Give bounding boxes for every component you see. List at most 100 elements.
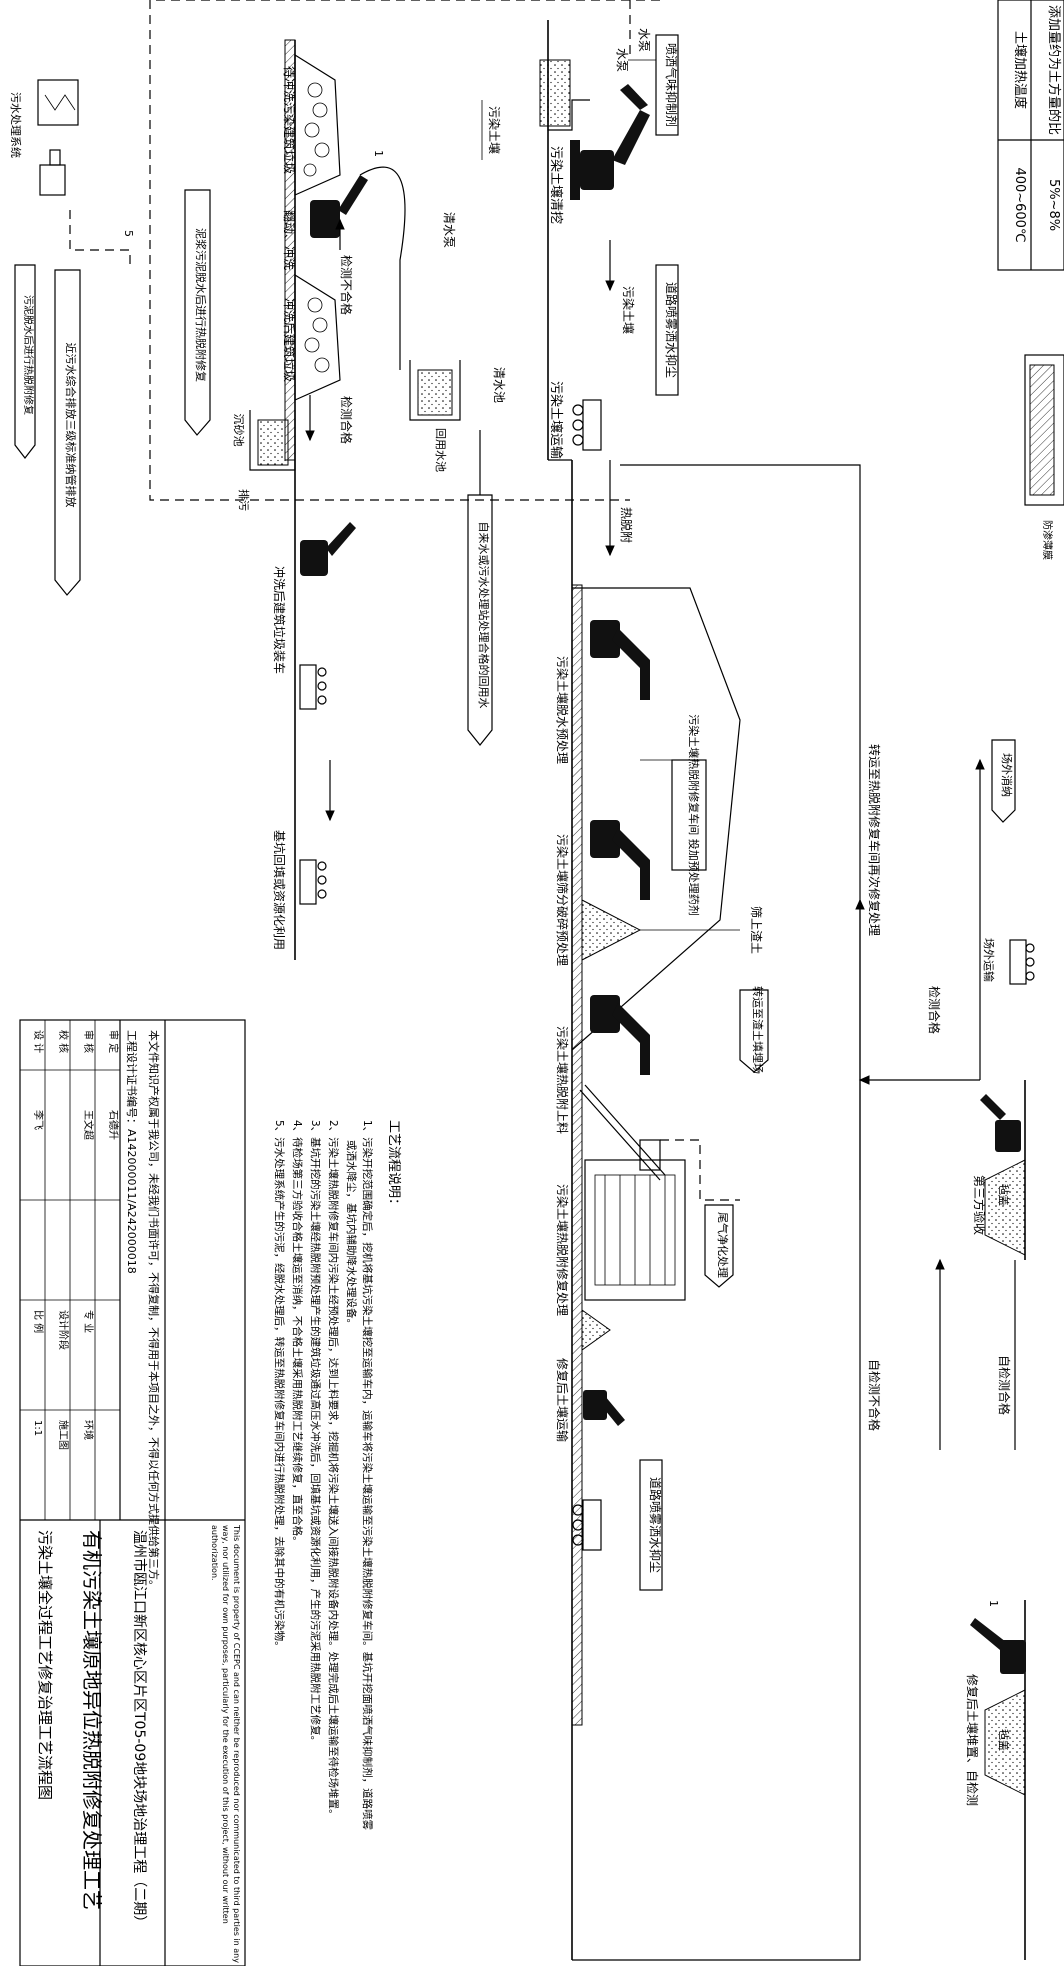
copyright-text: 本文件知识产权属于我公司，未经我们书面许可，不得复制，不得用于本项目之外，不得以… <box>147 1030 161 1591</box>
label-water-spray: 水泵 <box>615 48 629 72</box>
excavator-icon <box>570 84 650 200</box>
role-2: 审 核 <box>82 1030 95 1053</box>
label-sewage-to: 近污水综合排放三级标准纳管排放 <box>64 343 78 508</box>
drawing-sub: 污染土壤全过程工艺修复治理工艺流程图 <box>36 1530 54 1800</box>
role-3: 校 核 <box>57 1030 70 1053</box>
note-1: 1、污染开挖范围确定后，挖机将基坑污染土壤挖至运输车内，运输车将污染土壤运输至污… <box>361 1120 374 1831</box>
legend: 防渗薄膜 <box>1025 355 1064 560</box>
role-1: 审 定 <box>107 1030 120 1053</box>
label-mix: 污染土壤筛分破碎预处理 <box>555 834 570 966</box>
project-name: 温州市瓯江口新区核心区片区T05-09地块场地治理工程（二期） <box>131 1530 148 1929</box>
excavator-icon <box>970 1618 1026 1674</box>
excavator-icon <box>300 522 356 576</box>
name-2: 王文超 <box>82 1110 95 1140</box>
label-drain: 排污 <box>237 489 251 511</box>
label-pretreat: 污染土壤脱水预处理 <box>555 656 570 764</box>
wastewater-system-icon <box>38 80 78 195</box>
excavator-icon <box>583 1390 625 1426</box>
r2-2: 专 业 <box>82 1310 95 1333</box>
excavator-icon <box>590 995 650 1075</box>
label-test-ok: 检测合格 <box>339 396 354 444</box>
label-self-fail: 自检测不合格 <box>867 1359 882 1431</box>
label-reuse-water: 自来水或污水处理站处理合格的回用水 <box>477 522 491 709</box>
label-stockpile-3: 第三方验收 <box>972 1175 987 1235</box>
note-4: 4、待检场第三方验收合格土壤运至消纳，不合格土壤采用热脱附工艺继续修复，直至合格… <box>291 1120 304 1547</box>
r2-4: 比 例 <box>32 1310 45 1333</box>
label-screen-out: 转运至渣土填埋场 <box>751 986 765 1074</box>
label-detect-ok: 检测合格 <box>927 986 942 1034</box>
label-to-thermal: 热脱附 <box>619 507 634 543</box>
v2-4: 1:1 <box>32 1420 43 1436</box>
label-sludge-2: 污泥脱水后进行热脱附修复 <box>22 295 35 415</box>
excavator-icon <box>980 1094 1021 1152</box>
label-repaired-transport: 修复后土壤运输 <box>555 1358 570 1442</box>
label-test-fail: 检测不合格 <box>339 255 354 315</box>
label-soil-vehicle: 污染土壤 <box>621 286 636 334</box>
excavator-icon <box>590 820 650 900</box>
english-note: This document is property of CCEPC and c… <box>210 1525 241 1963</box>
label-wash-loader: 冲洗后建筑垃圾装车 <box>272 566 287 674</box>
label-pretreat-tool: 污染土壤热脱附修复车间 投加预处理药剂 <box>687 714 701 916</box>
excavator-icon <box>590 620 650 700</box>
param-value-2: 400~600℃ <box>1012 167 1027 242</box>
label-pile-move: 翻动、冲洗 <box>282 210 297 270</box>
label-outside: 场外消纳 <box>1000 753 1014 797</box>
label-screen-top: 筛上渣土 <box>749 906 764 954</box>
label-tail-gas: 尾气净化处理 <box>716 1212 730 1278</box>
label-repaired-stack: 修复后土壤堆置、自检测 <box>965 1674 980 1806</box>
label-contaminated-soil: 污染土壤 <box>487 106 502 154</box>
drawing-title: 有机污染土壤原地异位热脱附修复处理工艺 <box>80 1530 104 1910</box>
label-thermal-repair: 污染土壤热脱附修复处理 <box>555 1184 570 1316</box>
truck-icon <box>300 860 326 904</box>
label-clear-pool: 清水池 <box>492 367 506 403</box>
label-water-pump-top: 水泵 <box>637 28 651 52</box>
label-soil-transport: 污染土壤运输 <box>548 381 564 459</box>
param-label-2: 土壤加热温度 <box>1012 31 1028 109</box>
truck-icon <box>1010 940 1034 984</box>
label-recheck-route: 转运至热脱附修复车间再次修复处理 <box>867 744 882 936</box>
label-num5: 5 <box>122 230 135 237</box>
role-4: 设 计 <box>32 1030 45 1053</box>
param-value-1: 5%~8% <box>1046 179 1061 231</box>
label-wastewater-system: 污水处理系统 <box>9 92 22 158</box>
label-wash: 冲洗后建筑垃圾 <box>282 298 297 382</box>
note-5: 5、污水处理系统产生的污泥，经脱水处理后，转运至热脱附修复车间内进行热脱附处理，… <box>273 1120 286 1652</box>
legend-label: 防渗薄膜 <box>1041 520 1054 560</box>
thermal-desorption-unit <box>585 1140 685 1300</box>
label-road-clean-1: 道路喷雾洒水抑尘 <box>664 282 679 378</box>
param-label-1: 添加量约为土方量的比 <box>1046 5 1062 135</box>
label-road-clean-2: 道路喷雾洒水抑尘 <box>648 1477 663 1573</box>
v2-2: 环境 <box>82 1420 95 1440</box>
r2-3: 设计阶段 <box>57 1310 70 1350</box>
label-deodorant: 喷洒气味抑制剂 <box>664 43 679 127</box>
note-2: 2、污染土壤热脱附修复车间内污染土经预处理后，达到上料要求，挖掘机将污染土壤送入… <box>327 1120 340 1820</box>
label-circ-pool: 回用水池 <box>434 428 447 472</box>
label-num1-left: 1 <box>372 150 385 157</box>
label-num1: 1 <box>987 1600 1000 1607</box>
parameter-table: 添加量约为土方量的比 5%~8% 土壤加热温度 400~600℃ <box>998 0 1064 270</box>
note-3: 3、基坑开挖的污染土壤经热脱附预处理产生的建筑垃圾通过高压水冲洗后，回填基坑或资… <box>309 1120 322 1746</box>
label-screen-waste: 待冲洗污染建筑垃圾 <box>282 66 297 174</box>
title-block: 本文件知识产权属于我公司，未经我们书面许可，不得复制，不得用于本项目之外，不得以… <box>20 1020 245 1966</box>
v2-3: 施工图 <box>57 1420 70 1450</box>
name-4: 李飞 <box>32 1110 45 1130</box>
label-soil-excavation: 污染土壤清挖 <box>548 146 564 224</box>
label-outside-transport: 场外运输 <box>982 938 996 982</box>
note-1b: 或洒水降尘，基坑内辅助降水处理设备。 <box>345 1140 358 1329</box>
label-feed: 污染土壤热脱附上料 <box>555 1026 570 1134</box>
label-flush-pump: 清水泵 <box>442 212 456 248</box>
process-notes: 工艺流程说明： 1、污染开挖范围确定后，挖机将基坑污染土壤挖至运输车内，运输车将… <box>273 1120 401 1831</box>
truck-icon <box>300 665 326 709</box>
label-cover: 毡盖 <box>997 1184 1011 1206</box>
cert-number: 工程设计证书编号：A142000011/A242000018 <box>125 1030 139 1274</box>
label-self-ok: 自检测合格 <box>997 1355 1012 1415</box>
label-cover-2: 毡盖 <box>997 1729 1011 1751</box>
name-1: 石德升 <box>107 1110 120 1140</box>
label-sludge: 泥浆污泥脱水后进行热脱附修复 <box>194 228 208 382</box>
label-settle-pool: 沉砂池 <box>232 414 245 447</box>
truck-icon <box>573 400 601 450</box>
label-backfill: 基坑回填或资源化利用 <box>272 830 287 950</box>
notes-title: 工艺流程说明： <box>386 1120 401 1211</box>
